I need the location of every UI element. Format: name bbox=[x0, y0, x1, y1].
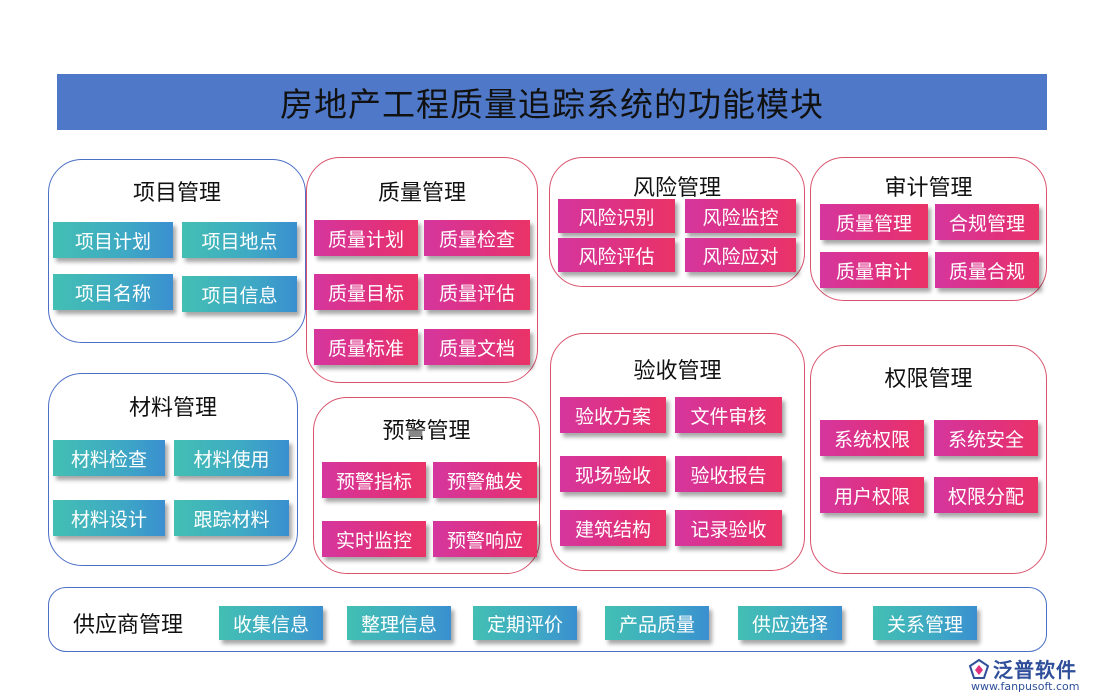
module-title: 风险管理 bbox=[632, 176, 721, 201]
item-button[interactable]: 材料设计 bbox=[53, 500, 165, 536]
item-button[interactable]: 质量目标 bbox=[314, 274, 418, 310]
item-button[interactable]: 风险评估 bbox=[558, 238, 675, 272]
item-button[interactable]: 质量计划 bbox=[314, 220, 418, 256]
item-button[interactable]: 项目地点 bbox=[182, 222, 297, 258]
item-button[interactable]: 质量审计 bbox=[820, 252, 928, 288]
item-button[interactable]: 材料检查 bbox=[53, 440, 165, 476]
module-title: 审计管理 bbox=[884, 176, 973, 201]
item-button[interactable]: 项目计划 bbox=[53, 222, 173, 258]
item-button[interactable]: 材料使用 bbox=[174, 440, 289, 476]
item-button[interactable]: 建筑结构 bbox=[560, 510, 666, 546]
item-button[interactable]: 权限分配 bbox=[934, 477, 1038, 513]
item-button[interactable]: 项目名称 bbox=[53, 274, 173, 310]
module-title: 项目管理 bbox=[132, 181, 221, 206]
item-button[interactable]: 质量评估 bbox=[424, 274, 530, 310]
item-button[interactable]: 预警响应 bbox=[433, 521, 537, 557]
item-button[interactable]: 跟踪材料 bbox=[174, 500, 289, 536]
logo-name: 泛普软件 bbox=[993, 658, 1077, 682]
page-title-bar: 房地产工程质量追踪系统的功能模块 bbox=[57, 74, 1047, 130]
module-title: 权限管理 bbox=[884, 367, 973, 392]
item-button[interactable]: 用户权限 bbox=[820, 477, 924, 513]
item-button[interactable]: 合规管理 bbox=[935, 204, 1039, 240]
item-button[interactable]: 质量合规 bbox=[935, 252, 1039, 288]
item-button[interactable]: 质量标准 bbox=[314, 329, 418, 365]
module-title: 供应商管理 bbox=[73, 613, 184, 638]
item-button[interactable]: 质量检查 bbox=[424, 220, 530, 256]
item-button[interactable]: 质量文档 bbox=[424, 329, 530, 365]
item-button[interactable]: 定期评价 bbox=[473, 606, 577, 640]
item-button[interactable]: 产品质量 bbox=[605, 606, 709, 640]
module-permission-management: 权限管理 bbox=[810, 345, 1047, 574]
item-button[interactable]: 风险识别 bbox=[558, 199, 675, 233]
module-title: 质量管理 bbox=[377, 181, 466, 206]
fanpu-logo: 泛普软件 www.fanpusoft.com bbox=[968, 654, 1093, 696]
item-button[interactable]: 整理信息 bbox=[347, 606, 451, 640]
item-button[interactable]: 文件审核 bbox=[675, 397, 782, 433]
item-button[interactable]: 收集信息 bbox=[219, 606, 323, 640]
item-button[interactable]: 预警触发 bbox=[433, 462, 537, 498]
item-button[interactable]: 质量管理 bbox=[820, 204, 928, 240]
item-button[interactable]: 实时监控 bbox=[322, 521, 426, 557]
item-button[interactable]: 验收报告 bbox=[675, 456, 782, 492]
item-button[interactable]: 系统权限 bbox=[820, 420, 924, 456]
fanpu-logo-icon bbox=[968, 658, 990, 679]
item-button[interactable]: 项目信息 bbox=[182, 276, 297, 312]
item-button[interactable]: 记录验收 bbox=[675, 510, 782, 546]
item-button[interactable]: 风险监控 bbox=[685, 199, 796, 233]
item-button[interactable]: 预警指标 bbox=[322, 462, 426, 498]
module-title: 材料管理 bbox=[128, 396, 217, 421]
item-button[interactable]: 现场验收 bbox=[560, 456, 666, 492]
item-button[interactable]: 风险应对 bbox=[685, 238, 796, 272]
item-button[interactable]: 验收方案 bbox=[560, 397, 666, 433]
item-button[interactable]: 关系管理 bbox=[873, 606, 977, 640]
logo-url: www.fanpusoft.com bbox=[971, 680, 1080, 693]
module-title: 预警管理 bbox=[382, 419, 471, 444]
page-title: 房地产工程质量追踪系统的功能模块 bbox=[280, 85, 824, 124]
item-button[interactable]: 供应选择 bbox=[738, 606, 842, 640]
item-button[interactable]: 系统安全 bbox=[934, 420, 1038, 456]
module-title: 验收管理 bbox=[633, 359, 722, 384]
